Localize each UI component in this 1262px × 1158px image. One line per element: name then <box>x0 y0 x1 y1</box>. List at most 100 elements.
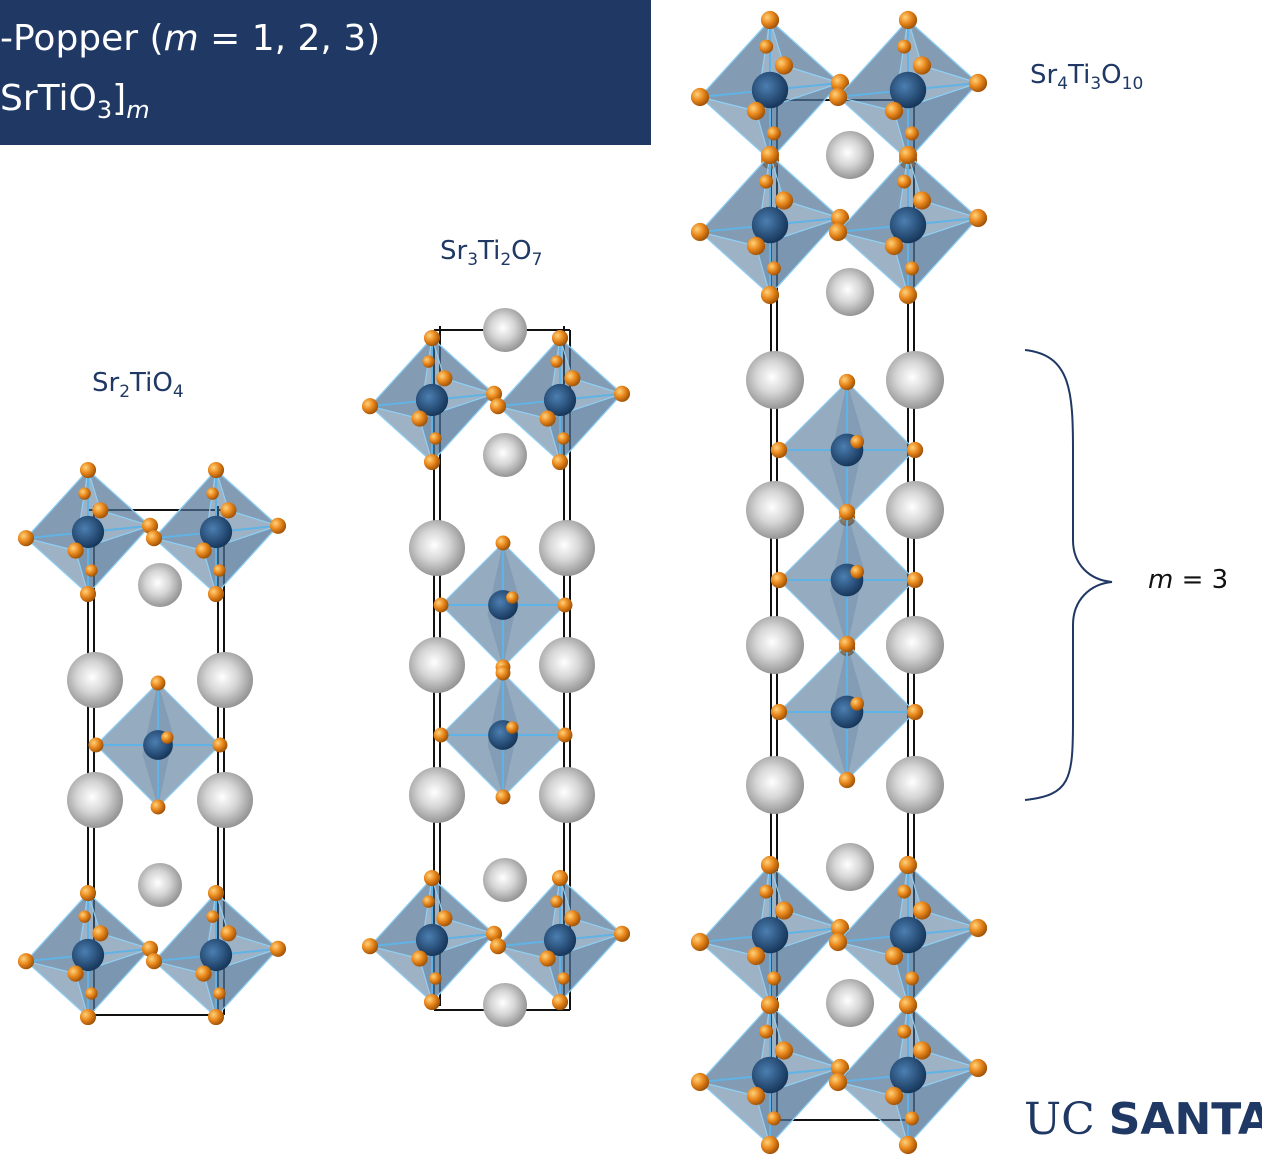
oxygen-atom <box>85 564 98 577</box>
strontium-atoms <box>67 131 944 1027</box>
oxygen-atom <box>506 721 519 734</box>
label-sr4ti3o10: Sr4Ti3O10 <box>1030 60 1144 94</box>
oxygen-atom <box>67 965 84 982</box>
oxygen-atom <box>904 261 919 276</box>
oxygen-atom <box>212 737 228 753</box>
oxygen-atom <box>551 453 569 471</box>
ucsb-logo: UC SANTA B <box>1024 1094 1262 1145</box>
oxygen-atom <box>145 953 163 970</box>
octahedron <box>690 855 850 1015</box>
oxygen-atom <box>770 441 788 459</box>
oxygen-atom <box>433 727 449 743</box>
strontium-atom <box>746 351 804 409</box>
strontium-atom <box>409 767 465 823</box>
oxygen-atom <box>79 461 97 479</box>
oxygen-atom <box>423 869 441 887</box>
octahedron <box>690 10 850 170</box>
titanium-atom <box>543 923 577 957</box>
oxygen-atom <box>759 39 774 54</box>
titanium-atom <box>71 515 105 549</box>
strontium-atom <box>886 756 944 814</box>
strontium-atom <box>826 131 874 179</box>
label-sr2tio4: Sr2TiO4 <box>92 368 184 402</box>
oxygen-atom <box>760 10 780 30</box>
oxygen-atom <box>551 329 569 347</box>
octahedron <box>17 884 159 1026</box>
title-banner: -Popper (m = 1, 2, 3) SrTiO3]m <box>0 0 651 145</box>
titanium-atom <box>751 71 789 109</box>
titanium-atom <box>415 383 449 417</box>
oxygen-atom <box>759 1024 774 1039</box>
oxygen-atom <box>828 932 848 952</box>
oxygen-atom <box>828 87 848 107</box>
titanium-atom <box>889 71 927 109</box>
oxygen-atom <box>766 261 781 276</box>
octahedron <box>433 535 573 675</box>
oxygen-atom <box>485 385 503 402</box>
oxygen-atom <box>906 703 924 721</box>
oxygen-atom <box>898 285 918 305</box>
oxygen-atom <box>88 737 104 753</box>
strontium-atom <box>483 308 527 352</box>
oxygen-atom <box>489 398 507 415</box>
oxygen-atom <box>898 10 918 30</box>
oxygen-atom <box>690 222 710 242</box>
oxygen-atom <box>429 972 442 985</box>
oxygen-atom <box>79 1008 97 1026</box>
oxygen-atom <box>557 727 573 743</box>
titanium-atom <box>889 206 927 244</box>
oxygen-atom <box>760 995 780 1015</box>
oxygen-atom <box>884 236 904 256</box>
oxygen-atom <box>557 432 570 445</box>
oxygen-atom <box>904 1111 919 1126</box>
oxygen-atom <box>904 126 919 141</box>
octahedron <box>770 635 924 789</box>
oxygen-atom <box>79 585 97 603</box>
oxygen-atom <box>897 1024 912 1039</box>
octahedron <box>828 855 988 1015</box>
oxygen-atom <box>912 191 932 210</box>
oxygen-atom <box>898 855 918 875</box>
oxygen-atom <box>760 855 780 875</box>
oxygen-atom <box>145 530 163 547</box>
oxygen-atom <box>906 571 924 589</box>
strontium-atom <box>67 652 123 708</box>
oxygen-atom <box>269 517 287 534</box>
oxygen-atom <box>422 355 435 368</box>
strontium-atom <box>539 767 595 823</box>
oxygen-atom <box>550 895 563 908</box>
oxygen-atom <box>690 1072 710 1092</box>
octahedron <box>361 869 503 1011</box>
strontium-atom <box>409 637 465 693</box>
oxygen-atom <box>207 884 225 902</box>
oxygen-atom <box>141 517 159 534</box>
strontium-atom <box>67 772 123 828</box>
oxygen-atom <box>207 585 225 603</box>
oxygen-atom <box>79 884 97 902</box>
strontium-atom <box>197 652 253 708</box>
titanium-atom <box>751 1056 789 1094</box>
label-sr3ti2o7: Sr3Ti2O7 <box>440 236 543 270</box>
strontium-atom <box>826 843 874 891</box>
oxygen-atom <box>760 1135 780 1155</box>
oxygen-atom <box>897 884 912 899</box>
oxygen-atom <box>884 1086 904 1106</box>
oxygen-atom <box>207 1008 225 1026</box>
oxygen-atom <box>17 530 35 547</box>
oxygen-atom <box>423 329 441 347</box>
oxygen-atom <box>746 236 766 256</box>
oxygen-atom <box>830 1058 850 1078</box>
oxygen-atom <box>78 910 91 923</box>
titanium-atom <box>751 206 789 244</box>
oxygen-atom <box>436 910 453 927</box>
oxygen-atom <box>830 73 850 93</box>
oxygen-atom <box>495 665 511 681</box>
octahedron <box>828 145 988 305</box>
oxygen-atom <box>746 1086 766 1106</box>
strontium-atom <box>746 616 804 674</box>
oxygen-atom <box>968 73 988 93</box>
oxygen-atom <box>361 398 379 415</box>
oxygen-atom <box>557 597 573 613</box>
oxygen-atom <box>760 145 780 165</box>
oxygen-atom <box>774 56 794 75</box>
